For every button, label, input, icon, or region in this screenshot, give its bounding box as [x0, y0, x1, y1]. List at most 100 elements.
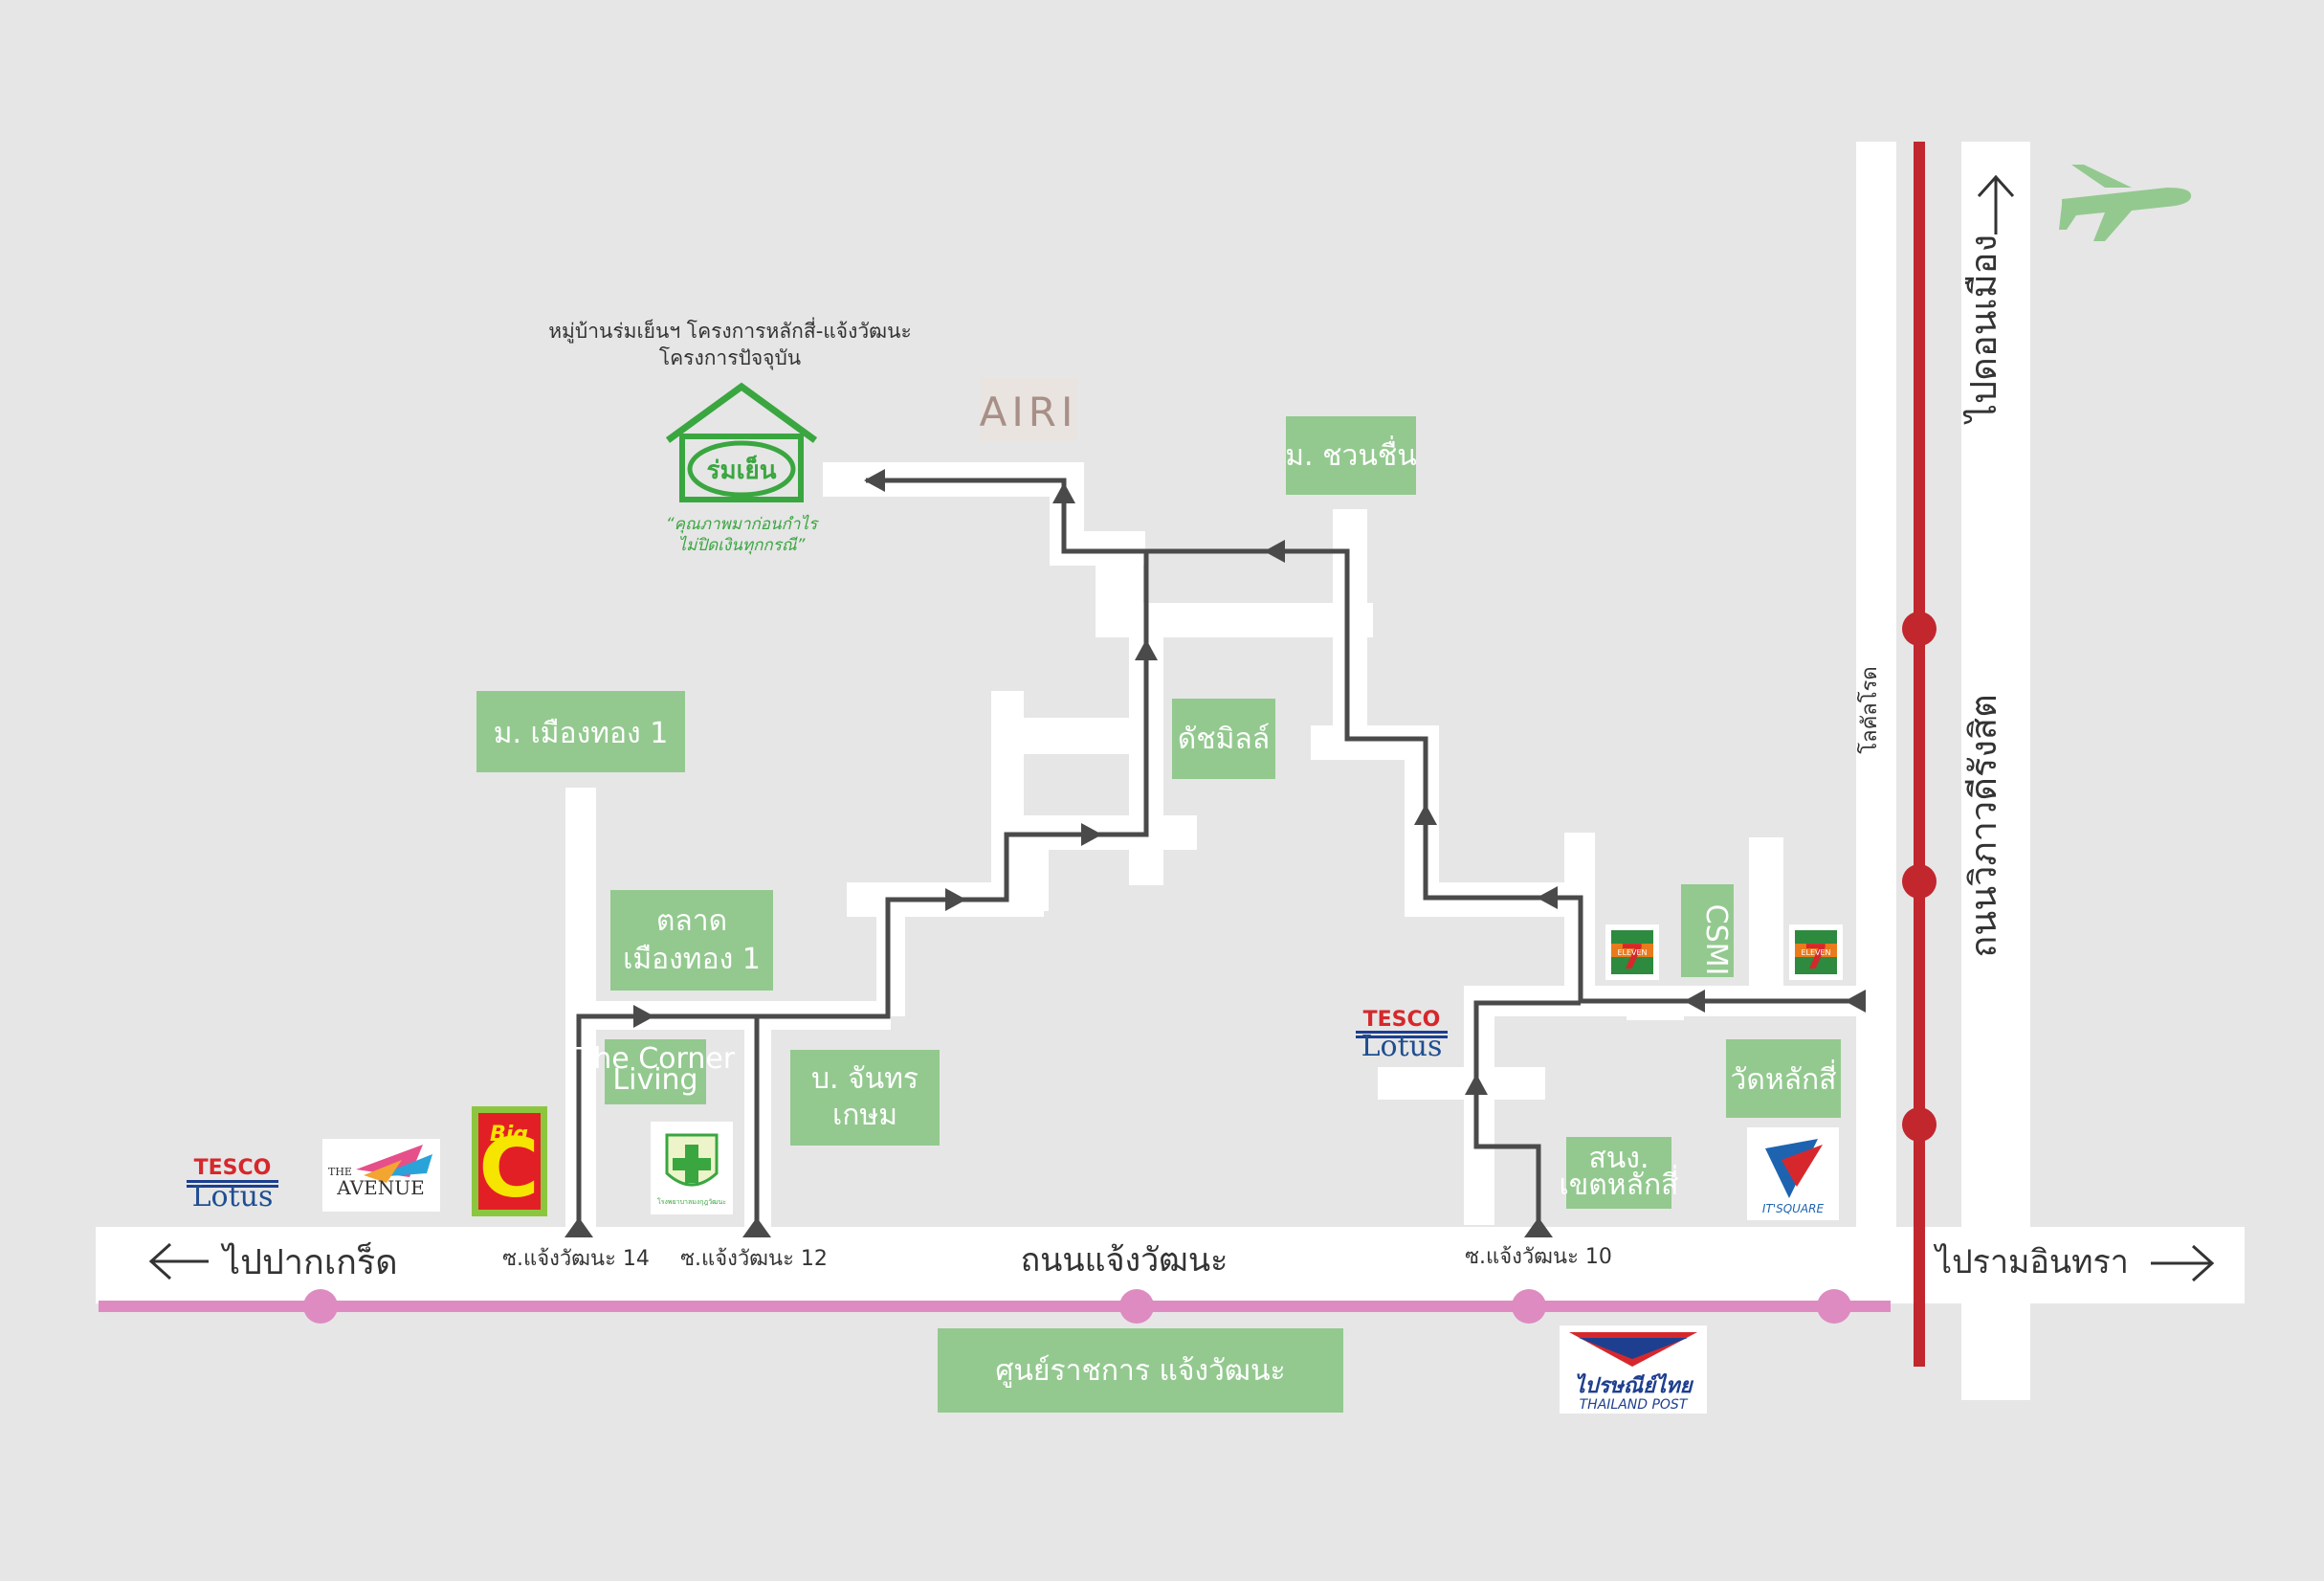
landmark-district-office[interactable]: สนง. เขตหลักสี่ — [1560, 1137, 1679, 1209]
landmark-muangthong1[interactable]: ม. เมืองทอง 1 — [476, 691, 685, 772]
logo-text: ร่มเย็น — [707, 455, 777, 485]
airi-logo[interactable]: AIRI — [980, 378, 1078, 441]
route-arrow-icon — [1081, 823, 1102, 846]
seven-eleven-logo[interactable]: 7 ELEVEN — [1789, 924, 1843, 980]
route-arrow-icon — [1135, 639, 1158, 660]
project-caption: หมู่บ้านร่มเย็นฯ โครงการหลักสี่-แจ้งวัฒน… — [548, 317, 912, 344]
logo-text: TESCO — [1363, 1008, 1441, 1032]
red-line-station[interactable] — [1902, 864, 1937, 899]
west-direction: ไปปากเกร็ด — [148, 1240, 398, 1282]
logo-text: ELEVEN — [1617, 948, 1647, 957]
landmark-chuanchuen[interactable]: ม. ชวนชื่น — [1285, 416, 1417, 495]
airi-text: AIRI — [980, 389, 1078, 435]
landmark-label: เขตหลักสี่ — [1560, 1165, 1679, 1202]
thailand-post-logo[interactable]: ไปรษณีย์ไทย THAILAND POST — [1560, 1325, 1707, 1414]
soi-12-label: ซ.แจ้งวัฒนะ 12 — [680, 1247, 828, 1271]
tesco-lotus-logo[interactable]: TESCO Lotus — [187, 1156, 278, 1214]
logo-text: TESCO — [194, 1156, 272, 1180]
landmark-label: ม. เมืองทอง 1 — [494, 717, 669, 750]
landmark-label: ดัชมิลล์ — [1178, 723, 1270, 756]
landmark-label: CSMI — [1699, 904, 1733, 976]
arrow-up-icon — [1977, 174, 2015, 234]
pink-line-station[interactable] — [1119, 1289, 1154, 1324]
route-arrow-icon — [1845, 990, 1866, 1013]
logo-text: โรงพยาบาลมงกุฎวัฒนะ — [657, 1197, 726, 1206]
project-marker[interactable]: หมู่บ้านร่มเย็นฯ โครงการหลักสี่-แจ้งวัฒน… — [548, 317, 912, 555]
route-arrow-icon — [564, 1217, 593, 1237]
route-arrow-icon — [742, 1217, 771, 1237]
main-road — [96, 1227, 2245, 1303]
airplane-icon — [2059, 165, 2192, 241]
east-road-2 — [1464, 986, 1494, 1225]
route-arrow-icon — [1465, 1074, 1488, 1095]
landmark-government-center[interactable]: ศูนย์ราชการ แจ้งวัฒนะ — [938, 1328, 1343, 1413]
logo-text: Big — [490, 1123, 528, 1147]
route-arrow-icon — [945, 888, 966, 911]
stair-road-5 — [991, 691, 1024, 835]
route-arrow-icon — [1264, 540, 1285, 563]
seven-eleven-logo[interactable]: 7 ELEVEN — [1605, 924, 1659, 980]
red-line-station[interactable] — [1902, 1107, 1937, 1142]
itsquare-logo[interactable]: IT'SQUARE — [1747, 1127, 1839, 1220]
north-direction-label: ไปดอนเมือง — [1962, 234, 2004, 425]
landmark-the-corner[interactable]: The Corner Living — [575, 1039, 736, 1104]
east-direction-label: ไปรามอินทรา — [1933, 1243, 2129, 1281]
logo-text: Lotus — [1361, 1030, 1443, 1063]
landmark-dutchmill[interactable]: ดัชมิลล์ — [1172, 699, 1275, 779]
stair-road-6 — [991, 718, 1144, 754]
bigc-logo[interactable]: C Big — [472, 1106, 547, 1216]
highway-label: ถนนวิภาวดีรังสิต — [1962, 694, 2004, 958]
logo-text: THE — [328, 1166, 352, 1178]
red-line — [1902, 142, 1937, 1367]
landmark-label: Living — [612, 1063, 697, 1097]
landmark-label: ตลาด — [656, 904, 727, 938]
route-arrow-icon — [864, 469, 885, 492]
the-avenue-logo[interactable]: THE AVENUE — [322, 1139, 440, 1212]
landmark-market[interactable]: ตลาด เมืองทอง 1 — [610, 890, 773, 991]
red-line-station[interactable] — [1902, 612, 1937, 646]
project-slogan: ไม่ปิดเงินทุกกรณี” — [678, 535, 806, 555]
tesco-lotus-logo[interactable]: TESCO Lotus — [1356, 1008, 1448, 1063]
pink-line-station[interactable] — [303, 1289, 338, 1324]
pink-line-station[interactable] — [1817, 1289, 1851, 1324]
route-to-project — [866, 478, 1149, 617]
logo-text: 7 — [1804, 938, 1827, 977]
landmark-label: ศูนย์ราชการ แจ้งวัฒนะ — [995, 1354, 1285, 1388]
logo-text: C — [478, 1121, 539, 1216]
landmark-csmi[interactable]: CSMI — [1681, 884, 1734, 977]
route-arrow-icon — [1684, 990, 1705, 1013]
local-road — [1856, 142, 1896, 1228]
arrow-right-icon — [2151, 1244, 2215, 1282]
landmark-label: วัดหลักสี่ — [1731, 1059, 1837, 1097]
red-line-track — [1914, 142, 1925, 1367]
hospital-logo[interactable]: โรงพยาบาลมงกุฎวัฒนะ — [651, 1122, 733, 1214]
route-arrows — [564, 469, 1866, 1237]
arrow-left-icon — [148, 1242, 209, 1280]
pink-line — [99, 1289, 1891, 1324]
local-road-label: โลคัลโรด — [1857, 666, 1882, 753]
route-arrow-icon — [1537, 886, 1558, 909]
pink-line-track — [99, 1301, 1891, 1312]
house-logo-icon: ร่มเย็น — [665, 382, 818, 502]
route-path — [576, 478, 1854, 1225]
logo-text: THAILAND POST — [1580, 1397, 1689, 1413]
landmark-label: ม. ชวนชื่น — [1285, 435, 1416, 473]
logo-text: Lotus — [192, 1180, 274, 1214]
route-arrow-icon — [1414, 804, 1437, 825]
east-road-3 — [1378, 1067, 1545, 1100]
logo-text: 7 — [1620, 938, 1644, 977]
landmark-wat-laksi[interactable]: วัดหลักสี่ — [1726, 1039, 1841, 1118]
highway-road — [1961, 142, 2030, 1400]
pink-line-station[interactable] — [1512, 1289, 1546, 1324]
logo-text: ไปรษณีย์ไทย — [1574, 1372, 1693, 1398]
soi-14-label: ซ.แจ้งวัฒนะ 14 — [502, 1247, 650, 1271]
landmark-label: สนง. — [1588, 1142, 1649, 1175]
upper-road-3 — [1050, 462, 1084, 562]
main-road-label: ถนนแจ้งวัฒนะ — [1021, 1241, 1228, 1280]
logo-text: ELEVEN — [1801, 948, 1830, 957]
landmark-label: บ. จันทร — [811, 1062, 919, 1096]
landmark-chanthorn[interactable]: บ. จันทร เกษม — [790, 1050, 940, 1146]
route-arrow-icon — [1524, 1217, 1553, 1237]
north-direction: ไปดอนเมือง — [1962, 174, 2015, 425]
